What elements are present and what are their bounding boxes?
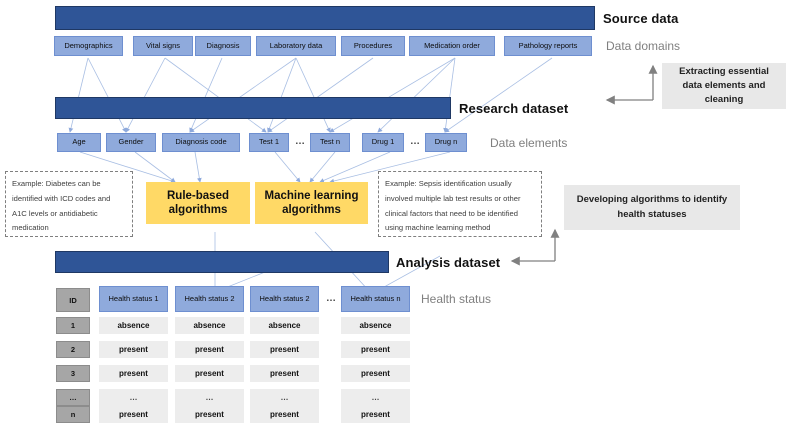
data-domain-vital-signs[interactable]: Vital signs xyxy=(133,36,193,56)
data-element-test-1[interactable]: Test 1 xyxy=(249,133,289,152)
rule-based-line-2: algorithms xyxy=(168,204,228,216)
table-row-id: 1 xyxy=(56,317,90,334)
table-cell: … xyxy=(99,389,168,406)
table-cell: present xyxy=(250,341,319,358)
table-cell: present xyxy=(175,406,244,423)
analysis-dataset-bar xyxy=(55,251,389,273)
table-cell: present xyxy=(341,341,410,358)
data-element-test-n[interactable]: Test n xyxy=(310,133,350,152)
rule-based-line-1: Rule-based xyxy=(167,189,229,202)
data-elements-ellipsis-drugs: … xyxy=(410,136,420,147)
data-domain-pathology-reports[interactable]: Pathology reports xyxy=(504,36,592,56)
table-row-id: n xyxy=(56,406,90,423)
table-cell: present xyxy=(250,406,319,423)
rule-based-algorithms-text: Rule-based algorithms xyxy=(167,189,229,218)
table-cell: present xyxy=(99,365,168,382)
table-cell: present xyxy=(175,365,244,382)
table-cell: absence xyxy=(250,317,319,334)
table-cell: present xyxy=(341,365,410,382)
table-row-id: 3 xyxy=(56,365,90,382)
data-domain-demographics[interactable]: Demographics xyxy=(54,36,123,56)
table-cell: present xyxy=(250,365,319,382)
process-note-extracting: Extracting essential data elements and c… xyxy=(662,63,786,109)
machine-learning-algorithms-text: Machine learning algorithms xyxy=(265,189,359,218)
analysis-dataset-label: Analysis dataset xyxy=(396,255,501,270)
data-element-age[interactable]: Age xyxy=(57,133,101,152)
data-element-drug-n[interactable]: Drug n xyxy=(425,133,467,152)
table-header-health-status-1[interactable]: Health status 1 xyxy=(99,286,168,312)
research-dataset-label: Research dataset xyxy=(459,101,569,116)
table-header-health-status-2[interactable]: Health status 2 xyxy=(175,286,244,312)
data-element-diagnosis-code[interactable]: Diagnosis code xyxy=(162,133,240,152)
data-domains-side-label: Data domains xyxy=(606,39,681,53)
table-cell: … xyxy=(341,389,410,406)
table-cell: absence xyxy=(99,317,168,334)
table-cell: … xyxy=(250,389,319,406)
table-cell: present xyxy=(341,406,410,423)
process-note-developing: Developing algorithms to identify health… xyxy=(564,185,740,230)
data-element-drug-1[interactable]: Drug 1 xyxy=(362,133,404,152)
data-domain-procedures[interactable]: Procedures xyxy=(341,36,405,56)
data-domain-laboratory-data[interactable]: Laboratory data xyxy=(256,36,336,56)
table-cell: present xyxy=(175,341,244,358)
example-machine-learning: Example: Sepsis identification usually i… xyxy=(378,171,542,237)
table-cell: … xyxy=(175,389,244,406)
table-header-ellipsis: … xyxy=(326,293,336,304)
machine-learning-line-1: Machine learning xyxy=(264,189,359,202)
table-cell: absence xyxy=(175,317,244,334)
table-row-id: … xyxy=(56,389,90,406)
machine-learning-algorithms-box[interactable]: Machine learning algorithms xyxy=(255,182,368,224)
research-dataset-bar xyxy=(55,97,451,119)
table-cell: absence xyxy=(341,317,410,334)
source-data-label: Source data xyxy=(603,11,679,26)
table-header-health-status-3[interactable]: Health status 2 xyxy=(250,286,319,312)
data-domain-medication-order[interactable]: Medication order xyxy=(409,36,495,56)
data-elements-side-label: Data elements xyxy=(490,136,568,150)
table-header-health-status-n[interactable]: Health status n xyxy=(341,286,410,312)
machine-learning-line-2: algorithms xyxy=(282,204,341,216)
table-cell: present xyxy=(99,406,168,423)
example-rule-based: Example: Diabetes can be identified with… xyxy=(5,171,133,237)
table-row-id: 2 xyxy=(56,341,90,358)
health-status-side-label: Health status xyxy=(421,292,492,306)
table-header-id: ID xyxy=(56,288,90,312)
data-elements-ellipsis-tests: … xyxy=(295,136,305,147)
table-cell: present xyxy=(99,341,168,358)
data-element-gender[interactable]: Gender xyxy=(106,133,156,152)
data-domain-diagnosis[interactable]: Diagnosis xyxy=(195,36,251,56)
rule-based-algorithms-box[interactable]: Rule-based algorithms xyxy=(146,182,250,224)
source-data-bar xyxy=(55,6,595,30)
